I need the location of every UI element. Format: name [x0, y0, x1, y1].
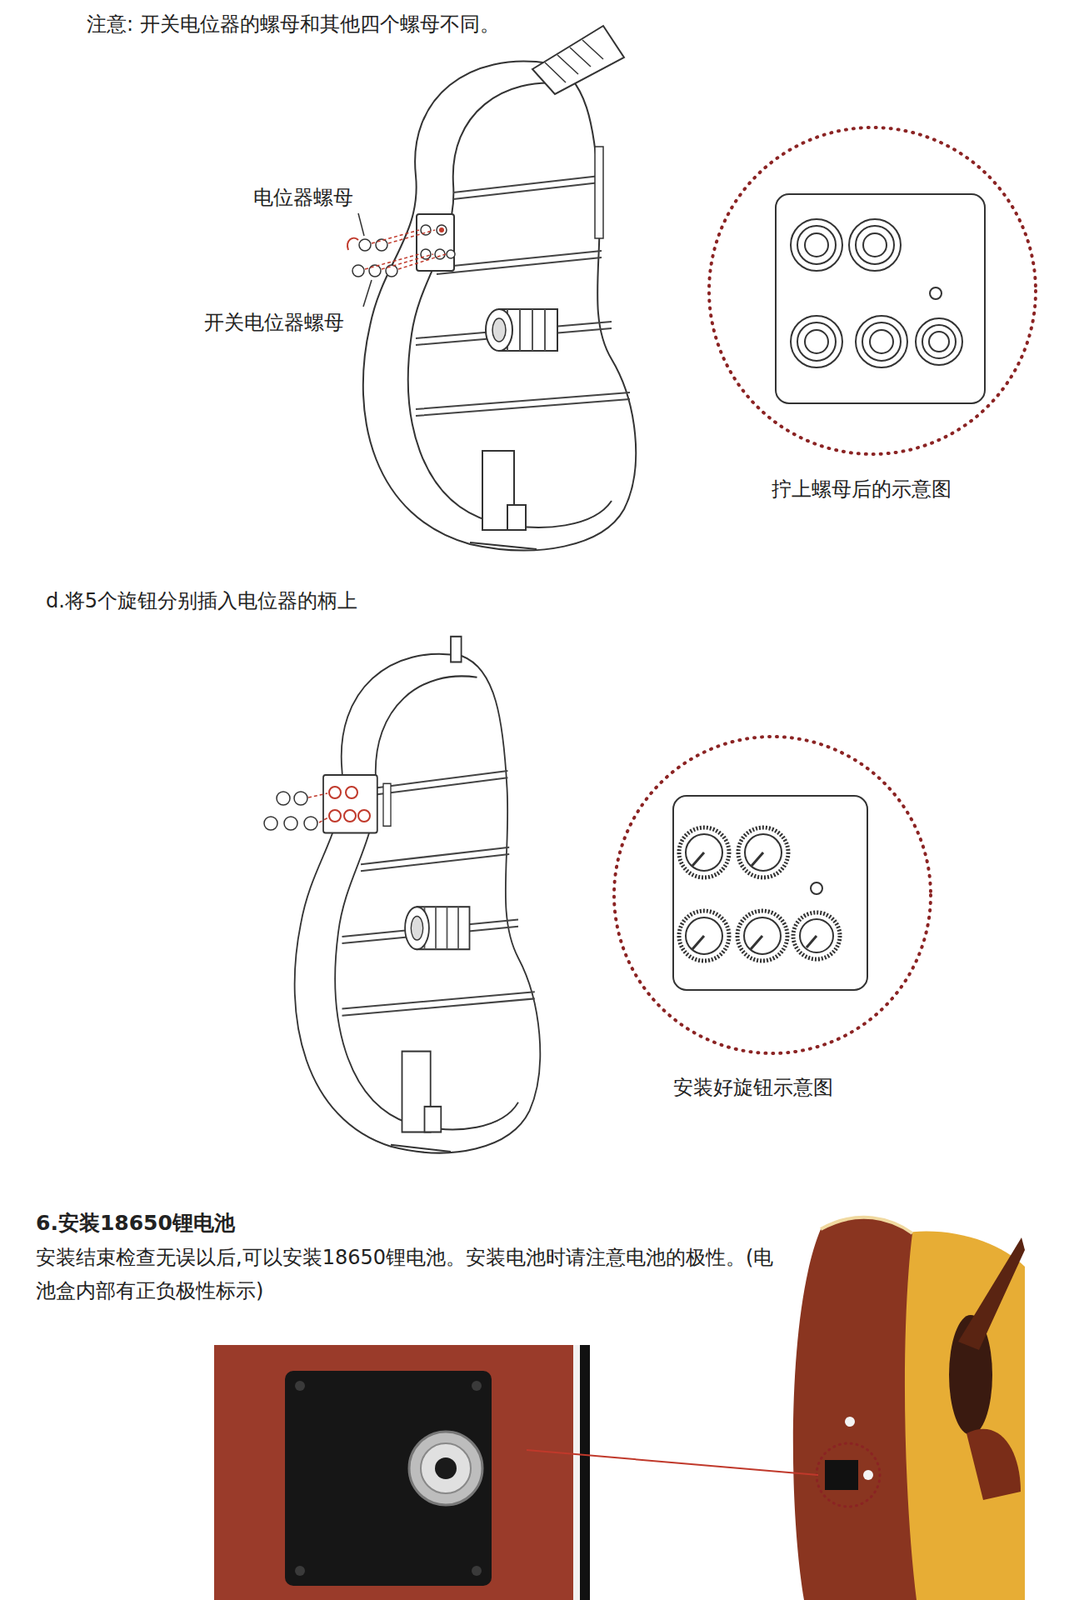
body-text: 安装结束检查无误以后,可以安装18650锂电池。安装电池时请注意电池的极性。(电…: [35, 1241, 786, 1308]
section-heading: 6.安装18650锂电池: [35, 1209, 235, 1238]
figure-caption: 拧上螺母后的示意图: [771, 476, 952, 503]
part-label: 电位器螺母: [253, 184, 354, 211]
part-label: 开关电位器螺母: [204, 309, 345, 336]
note-text: 注意: 开关电位器的螺母和其他四个螺母不同。: [86, 11, 500, 38]
figure-caption: 安装好旋钮示意图: [673, 1074, 834, 1101]
step-heading: d.将5个旋钮分别插入电位器的柄上: [45, 588, 358, 615]
